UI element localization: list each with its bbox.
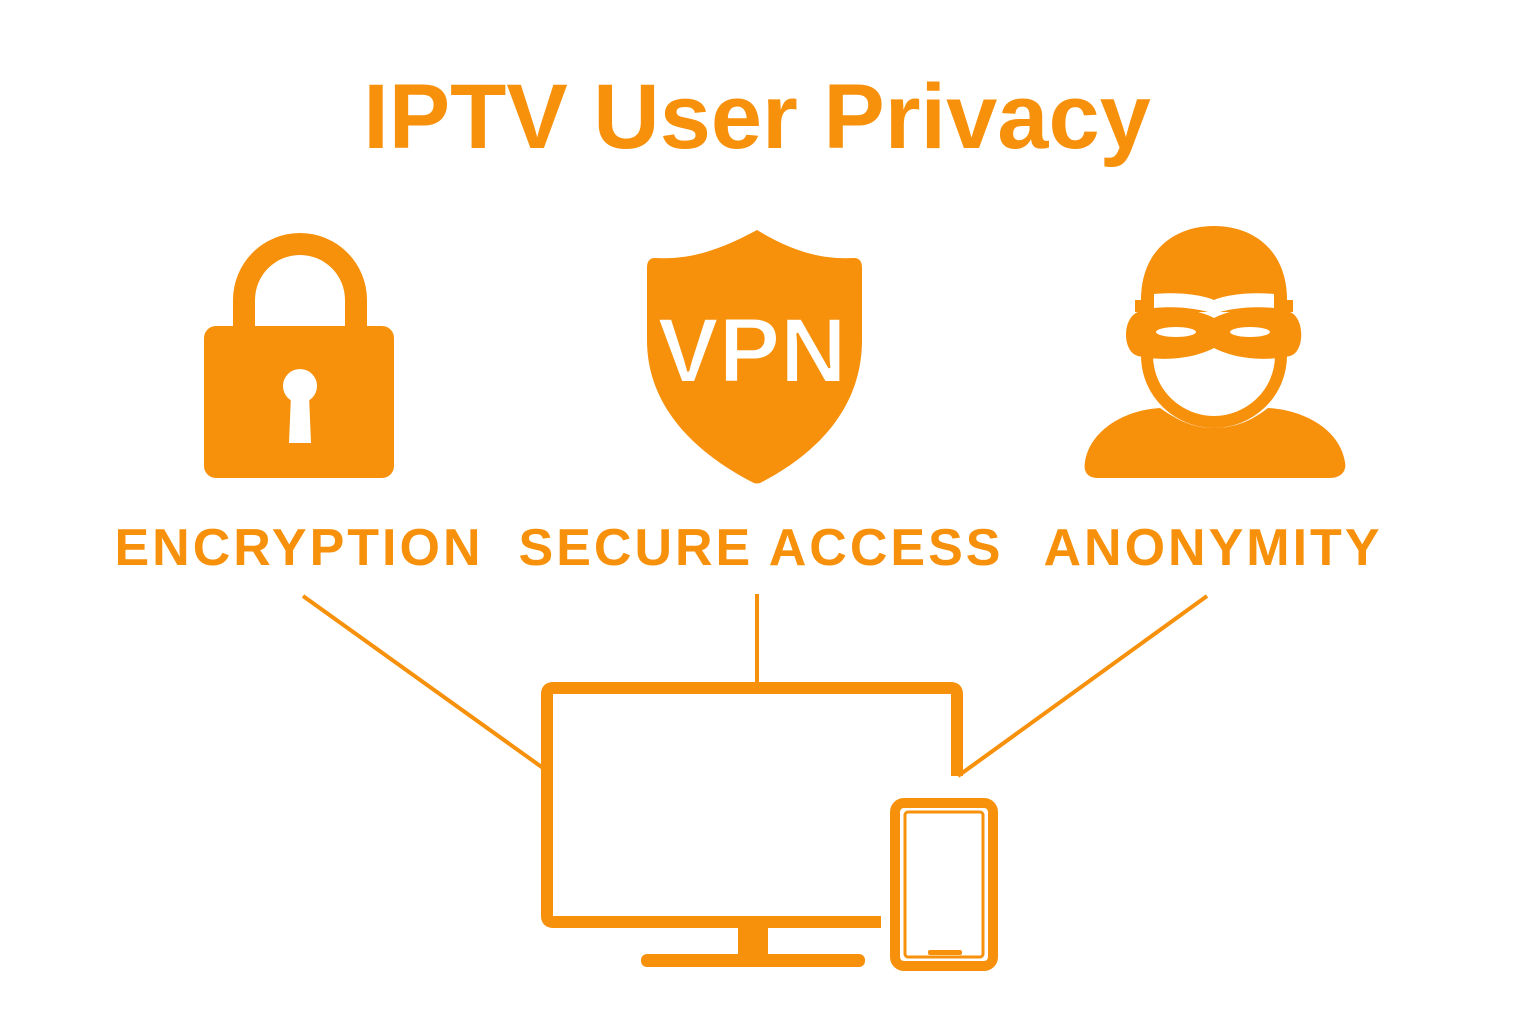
- label-secure-access: SECURE ACCESS: [519, 519, 1004, 577]
- label-anonymity: ANONYMITY: [1044, 519, 1383, 577]
- connector-lines: [301, 594, 1209, 778]
- connector-anonymity: [956, 594, 1209, 778]
- vpn-badge: VPN: [657, 300, 846, 402]
- lock-icon: [204, 233, 394, 478]
- label-encryption: ENCRYPTION: [115, 519, 484, 577]
- vpn-shield-icon: VPN: [647, 230, 862, 484]
- masked-user-icon: [1084, 226, 1346, 478]
- connector-encryption: [301, 594, 545, 770]
- smartphone-icon: [890, 798, 998, 971]
- tv-monitor-icon: [541, 682, 963, 967]
- diagram-title: IPTV User Privacy: [363, 66, 1151, 168]
